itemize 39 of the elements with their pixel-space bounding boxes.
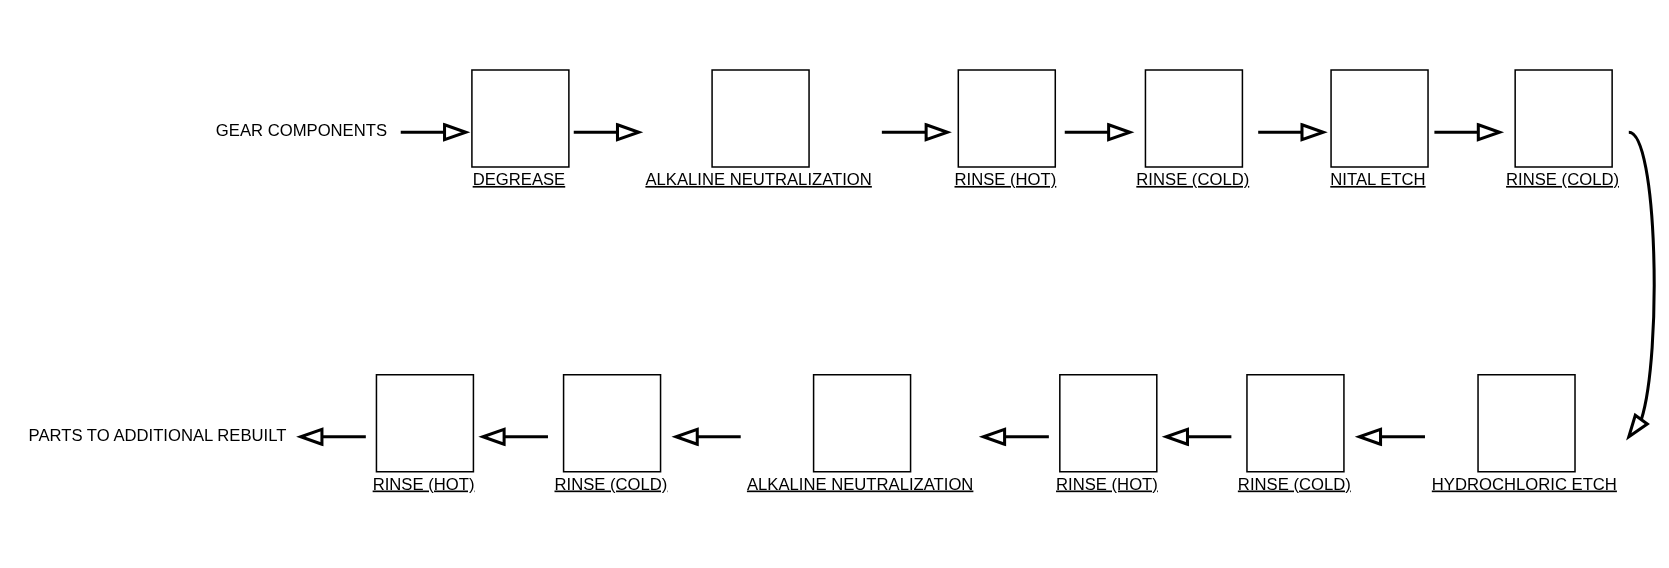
node-box xyxy=(562,373,662,472)
arrow xyxy=(1626,130,1656,440)
arrow xyxy=(573,122,644,142)
arrow xyxy=(400,122,471,142)
arrow xyxy=(881,122,952,142)
node-label: RINSE (COLD) xyxy=(1506,169,1619,189)
arrow xyxy=(1434,122,1505,142)
arrow xyxy=(296,426,366,446)
node-box xyxy=(375,373,475,472)
node-label: HYDROCHLORIC ETCH xyxy=(1431,474,1617,494)
node-box xyxy=(471,68,570,168)
node-box xyxy=(1144,68,1244,168)
node-box xyxy=(1246,373,1345,472)
arrow xyxy=(478,426,548,446)
node-text: GEAR COMPONENTS xyxy=(215,120,388,140)
node-label: ALKALINE NEUTRALIZATION xyxy=(645,169,872,189)
node-box xyxy=(1514,68,1613,168)
arrow xyxy=(1258,122,1328,142)
node-label: RINSE (HOT) xyxy=(954,169,1057,189)
node-box xyxy=(957,68,1057,168)
node-label: RINSE (COLD) xyxy=(554,474,668,494)
node-box xyxy=(812,373,912,472)
node-box xyxy=(1059,373,1158,472)
node-text: PARTS TO ADDITIONAL REBUILT xyxy=(28,425,287,445)
node-label: RINSE (HOT) xyxy=(1056,474,1158,494)
node-label: ALKALINE NEUTRALIZATION xyxy=(746,474,974,494)
arrow xyxy=(671,426,741,446)
arrow xyxy=(1354,426,1425,446)
arrow xyxy=(1064,122,1135,142)
node-label: RINSE (COLD) xyxy=(1136,169,1250,189)
node-box xyxy=(711,68,810,168)
node-box xyxy=(1330,68,1429,168)
node-label: RINSE (COLD) xyxy=(1237,474,1351,494)
node-box xyxy=(1477,373,1576,472)
node-label: RINSE (HOT) xyxy=(372,474,475,494)
node-label: NITAL ETCH xyxy=(1330,169,1426,189)
arrow xyxy=(1161,426,1232,446)
arrow xyxy=(978,426,1049,446)
node-label: DEGREASE xyxy=(472,169,566,189)
